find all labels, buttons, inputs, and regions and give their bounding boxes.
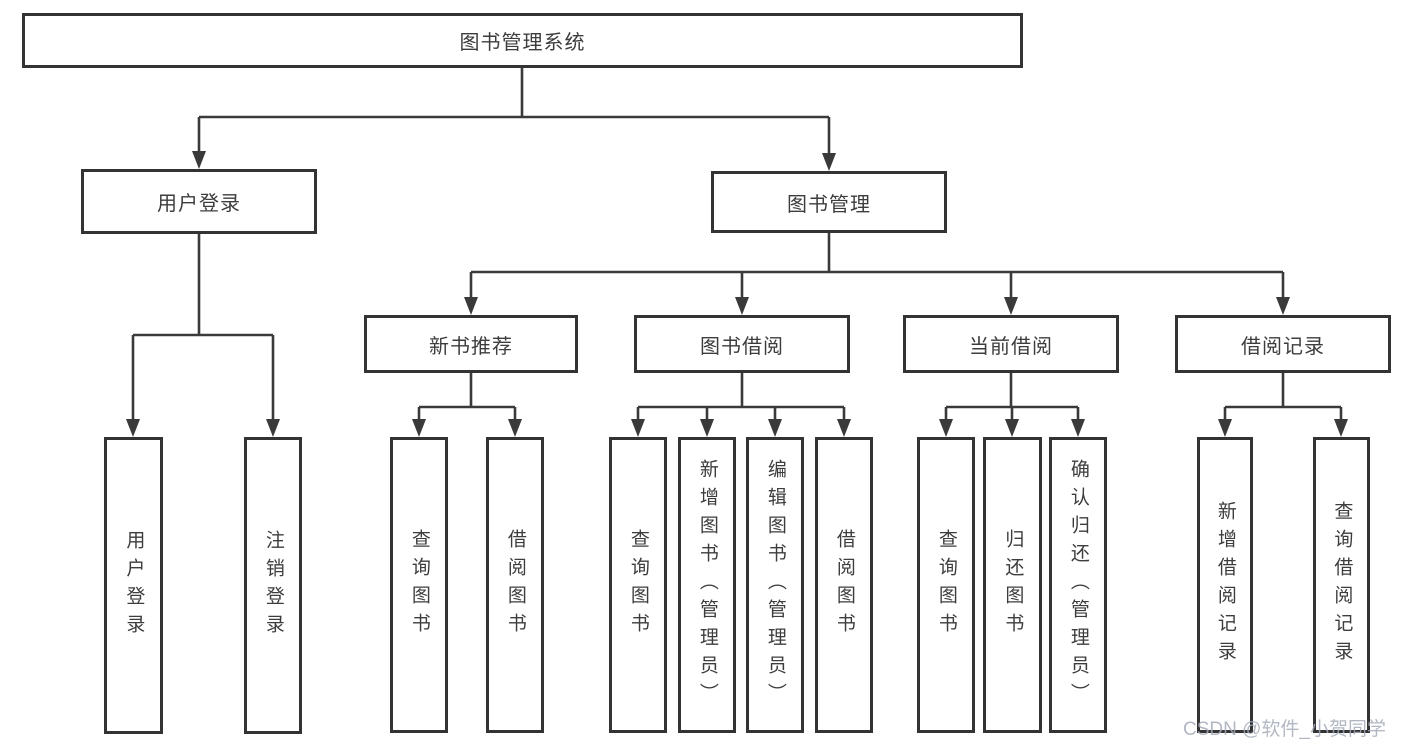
node-user-login: 用户登录: [81, 169, 317, 234]
leaf-return-books: 归还图书: [983, 437, 1042, 733]
csdn-watermark: CSDN @软件_小贺同学: [1183, 719, 1386, 740]
connector-user-login-to-leaves: [126, 234, 280, 437]
connector-current-borrow-to-leaves: [939, 373, 1085, 437]
leaf-user-login: 用户登录: [104, 437, 163, 734]
leaf-add-borrow-record: 新增借阅记录: [1197, 437, 1253, 733]
node-book-management: 图书管理: [711, 171, 947, 233]
leaf-borrow-books-recommend: 借阅图书: [486, 437, 544, 733]
leaf-confirm-return-admin: 确认归还（管理员）: [1049, 437, 1107, 733]
node-borrow-records: 借阅记录: [1175, 315, 1391, 373]
connector-borrow-records-to-leaves: [1218, 373, 1348, 437]
connector-book-borrow-to-leaves: [631, 373, 851, 437]
leaf-query-books-recommend: 查询图书: [390, 437, 448, 733]
connector-root-to-level2: [192, 68, 836, 171]
leaf-logout: 注销登录: [244, 437, 302, 734]
node-book-borrow: 图书借阅: [634, 315, 850, 373]
leaf-add-books-admin: 新增图书（管理员）: [678, 437, 736, 733]
leaf-query-books-borrow: 查询图书: [609, 437, 667, 733]
node-root-library-management-system: 图书管理系统: [22, 13, 1023, 68]
leaf-query-books-current: 查询图书: [917, 437, 975, 733]
leaf-edit-books-admin: 编辑图书（管理员）: [746, 437, 804, 733]
connector-book-management-to-level3: [464, 233, 1290, 315]
connector-new-book-recommend-to-leaves: [412, 373, 522, 437]
node-current-borrow: 当前借阅: [903, 315, 1119, 373]
node-new-book-recommend: 新书推荐: [364, 315, 578, 373]
leaf-query-borrow-record: 查询借阅记录: [1313, 437, 1370, 733]
leaf-borrow-books: 借阅图书: [815, 437, 873, 733]
